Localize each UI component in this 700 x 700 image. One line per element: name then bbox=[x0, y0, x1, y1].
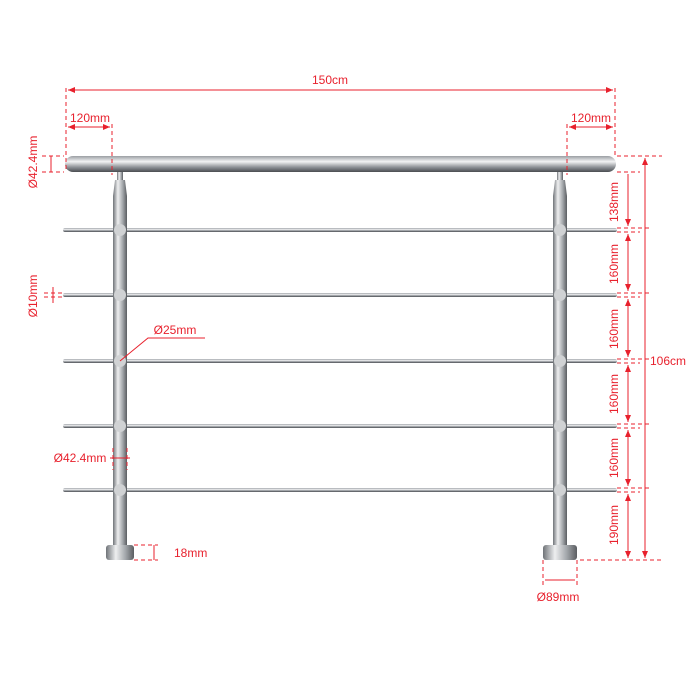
bottom-spacing-label: 190mm bbox=[607, 505, 621, 545]
connector-diameter-label: Ø25mm bbox=[154, 323, 197, 337]
spacing-label: 160mm bbox=[607, 438, 621, 478]
rod bbox=[63, 488, 617, 492]
right-overhang-label: 120mm bbox=[571, 111, 611, 125]
right-post bbox=[543, 172, 577, 560]
rod bbox=[63, 359, 617, 363]
top-spacing-label: 138mm bbox=[607, 182, 621, 222]
spacing-label: 160mm bbox=[607, 374, 621, 414]
handrail-diameter-label: Ø42.4mm bbox=[26, 136, 40, 189]
total-width-label: 150cm bbox=[312, 73, 348, 87]
total-height-label: 106cm bbox=[650, 354, 686, 368]
post-diameter-label: Ø42.4mm bbox=[54, 451, 107, 465]
rod-diameter-label: Ø10mm bbox=[26, 275, 40, 318]
rod bbox=[63, 424, 617, 428]
spacing-label: 160mm bbox=[607, 244, 621, 284]
handrail bbox=[65, 156, 616, 172]
left-overhang-label: 120mm bbox=[70, 111, 110, 125]
rod bbox=[63, 228, 617, 232]
dimension-lines bbox=[42, 87, 662, 585]
spacing-label: 160mm bbox=[607, 309, 621, 349]
base-diameter-label: Ø89mm bbox=[537, 590, 580, 604]
horizontal-rods bbox=[63, 228, 617, 492]
rod bbox=[63, 293, 617, 297]
base-gap-label: 18mm bbox=[174, 546, 207, 560]
